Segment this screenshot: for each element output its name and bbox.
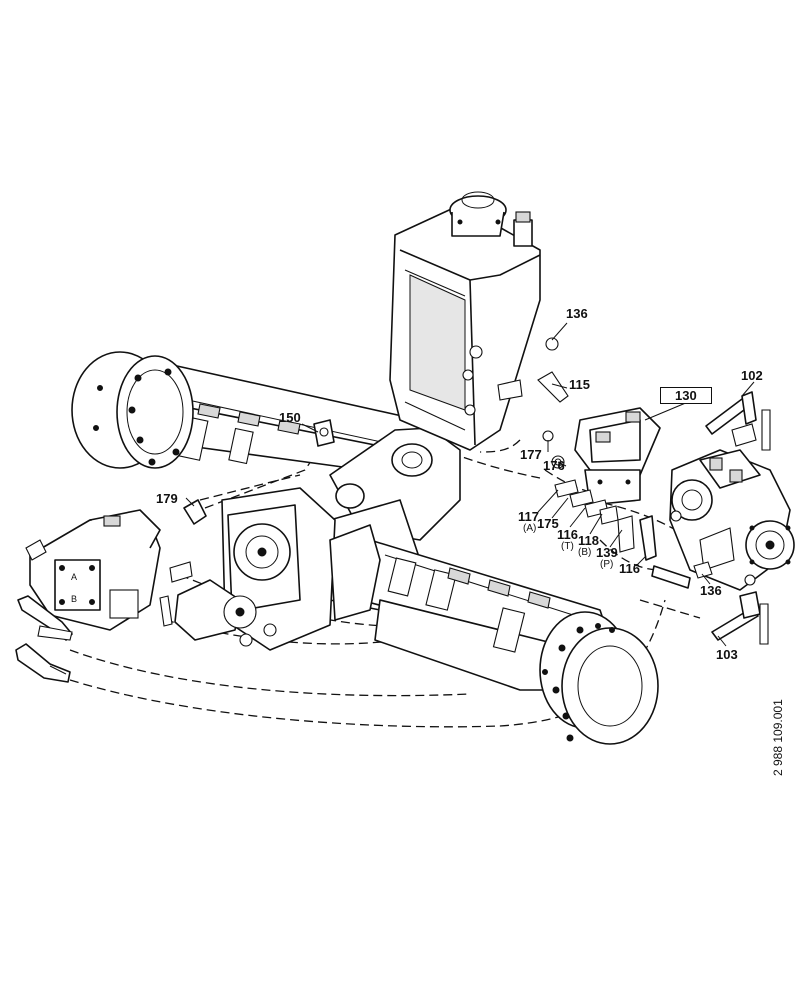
transfer-gearbox	[174, 487, 381, 651]
callout-115: 115	[569, 377, 590, 392]
callout-176: 176	[543, 458, 565, 473]
callout-175: 175	[537, 516, 559, 531]
motor-port-b-mark: B	[71, 594, 77, 604]
port-label-t: (T)	[561, 541, 574, 552]
motor-hoses	[15, 595, 73, 683]
port-label-p: (P)	[600, 559, 614, 570]
misc-fittings	[159, 419, 335, 627]
control-valve	[574, 407, 661, 506]
callout-177: 177	[520, 447, 542, 462]
callout-136-top: 136	[566, 306, 588, 321]
hydrostatic-pump	[669, 449, 795, 591]
leader-lines	[185, 322, 755, 647]
valve-fittings	[537, 337, 657, 561]
callout-117: 117	[518, 509, 539, 524]
pump-hoses	[651, 391, 771, 645]
callout-179: 179	[156, 491, 178, 506]
callout-102: 102	[741, 368, 763, 383]
callout-118: 118	[578, 533, 599, 548]
hydraulic-tank	[389, 191, 541, 451]
port-label-a: (A)	[523, 523, 537, 534]
port-label-b: (B)	[578, 547, 592, 558]
hydraulic-motor: A B	[25, 509, 161, 631]
axle-frame	[71, 351, 659, 745]
motor-port-a-mark: A	[71, 572, 77, 582]
callout-116-p: 116	[619, 561, 640, 576]
drawing-reference: 2 988 109.001	[771, 699, 785, 776]
callout-103: 103	[716, 647, 738, 662]
callout-139: 139	[596, 545, 618, 560]
callout-116-t: 116	[557, 527, 578, 542]
callout-130: 130	[660, 387, 712, 404]
callout-136-bottom: 136	[700, 583, 722, 598]
callout-150: 150	[279, 410, 301, 425]
